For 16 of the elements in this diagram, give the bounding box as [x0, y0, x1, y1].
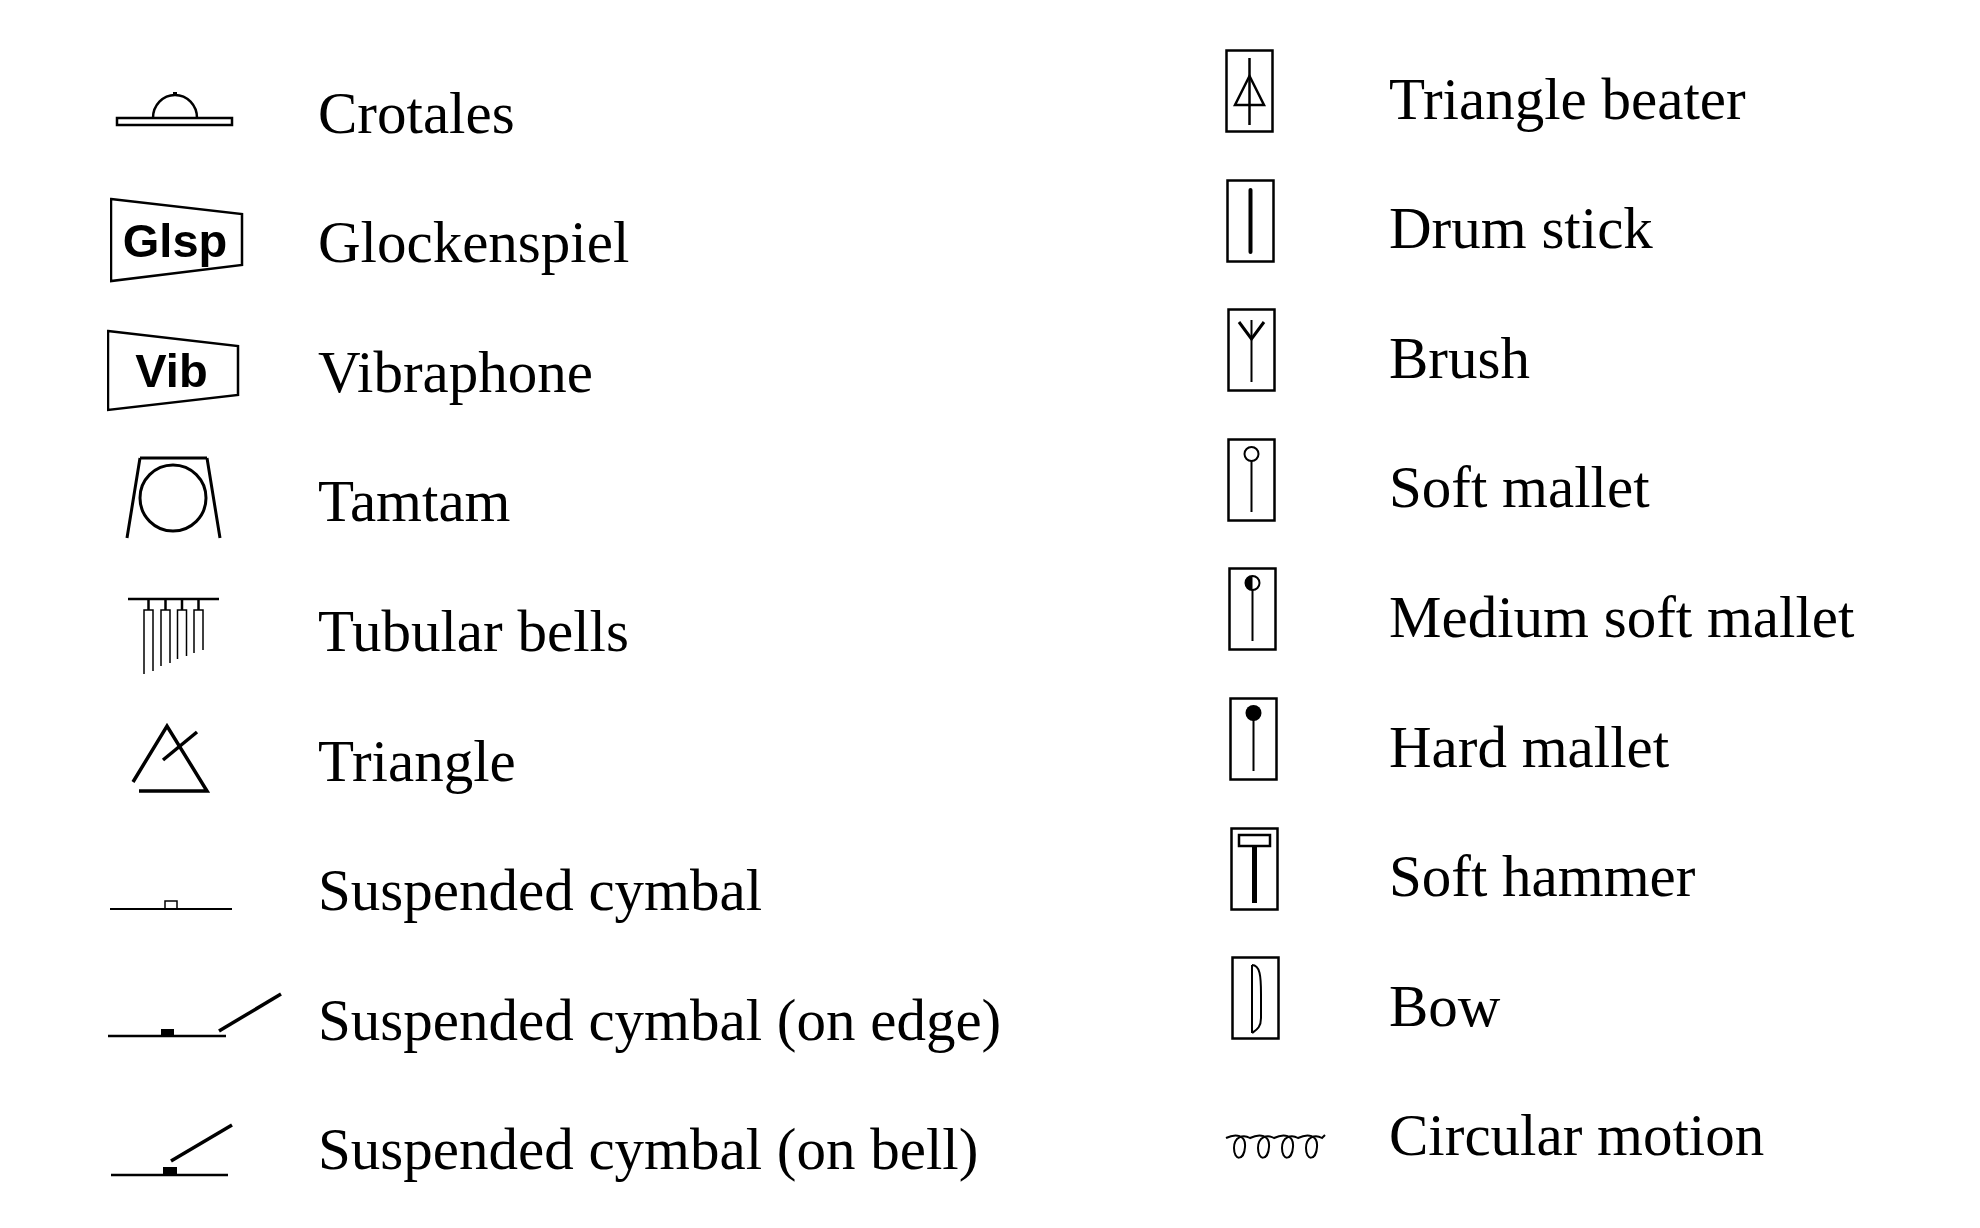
legend-label: Medium soft mallet	[1389, 588, 1855, 647]
legend-label: Glockenspiel	[318, 213, 630, 273]
legend-label: Crotales	[318, 83, 515, 143]
legend-label: Brush	[1389, 328, 1530, 388]
legend-label: Soft hammer	[1389, 847, 1696, 907]
legend-label: Suspended cymbal	[318, 861, 763, 921]
legend-label: Soft mallet	[1389, 458, 1650, 518]
legend-label: Suspended cymbal (on bell)	[318, 1120, 979, 1180]
legend-label: Bow	[1389, 976, 1501, 1036]
legend-label: Hard mallet	[1389, 717, 1670, 777]
legend-label: Tubular bells	[318, 602, 629, 661]
legend-label: Circular motion	[1389, 1106, 1765, 1166]
legend-label: Drum stick	[1389, 199, 1653, 259]
abbreviation-tag: Vib	[107, 329, 240, 412]
legend-label: Tamtam	[318, 472, 511, 532]
abbreviation-tag: Glsp	[110, 197, 244, 283]
